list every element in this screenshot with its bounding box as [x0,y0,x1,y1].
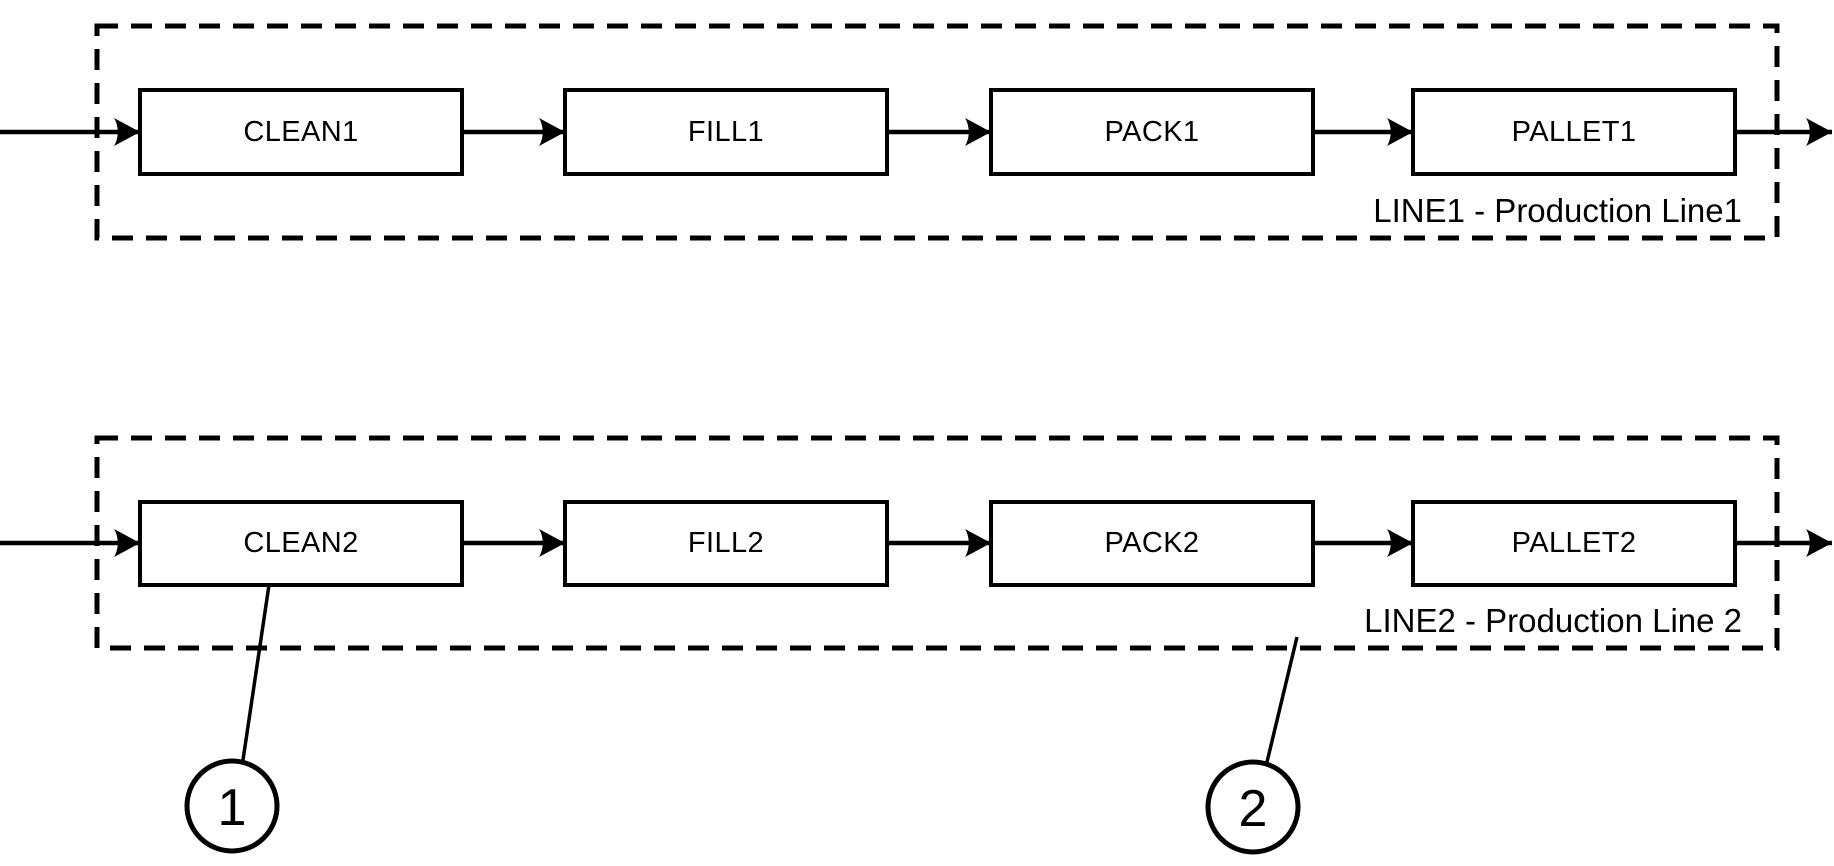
station-box-pallet1: PALLET1 [1411,88,1737,176]
station-label-pallet1: PALLET1 [1511,115,1637,148]
line1-group-label: LINE1 - Production Line1 [1373,192,1742,229]
station-box-clean1: CLEAN1 [138,88,464,176]
callout-2-circle [1205,759,1301,855]
station-label-pack2: PACK2 [1104,527,1200,559]
callout-1-number: 1 [217,779,247,837]
line2-group-label: LINE2 - Production Line 2 [1364,602,1742,639]
station-label-fill1: FILL1 [687,115,765,148]
station-label-clean1: CLEAN1 [243,115,359,148]
callout-2-number: 2 [1238,780,1268,838]
station-label-pack1: PACK1 [1104,115,1200,148]
station-box-pack2: PACK2 [989,500,1315,587]
callout-2-leader-line [1265,636,1299,763]
station-box-clean2: CLEAN2 [138,500,464,587]
station-box-fill1: FILL1 [563,88,889,176]
callout-1-leader-line [241,584,271,761]
station-label-clean2: CLEAN2 [243,527,359,559]
station-label-pallet2: PALLET2 [1511,527,1637,559]
station-box-pack1: PACK1 [989,88,1315,176]
station-box-pallet2: PALLET2 [1411,500,1737,587]
station-label-fill2: FILL2 [687,527,765,559]
callout-1-circle [184,758,280,854]
station-box-fill2: FILL2 [563,500,889,587]
